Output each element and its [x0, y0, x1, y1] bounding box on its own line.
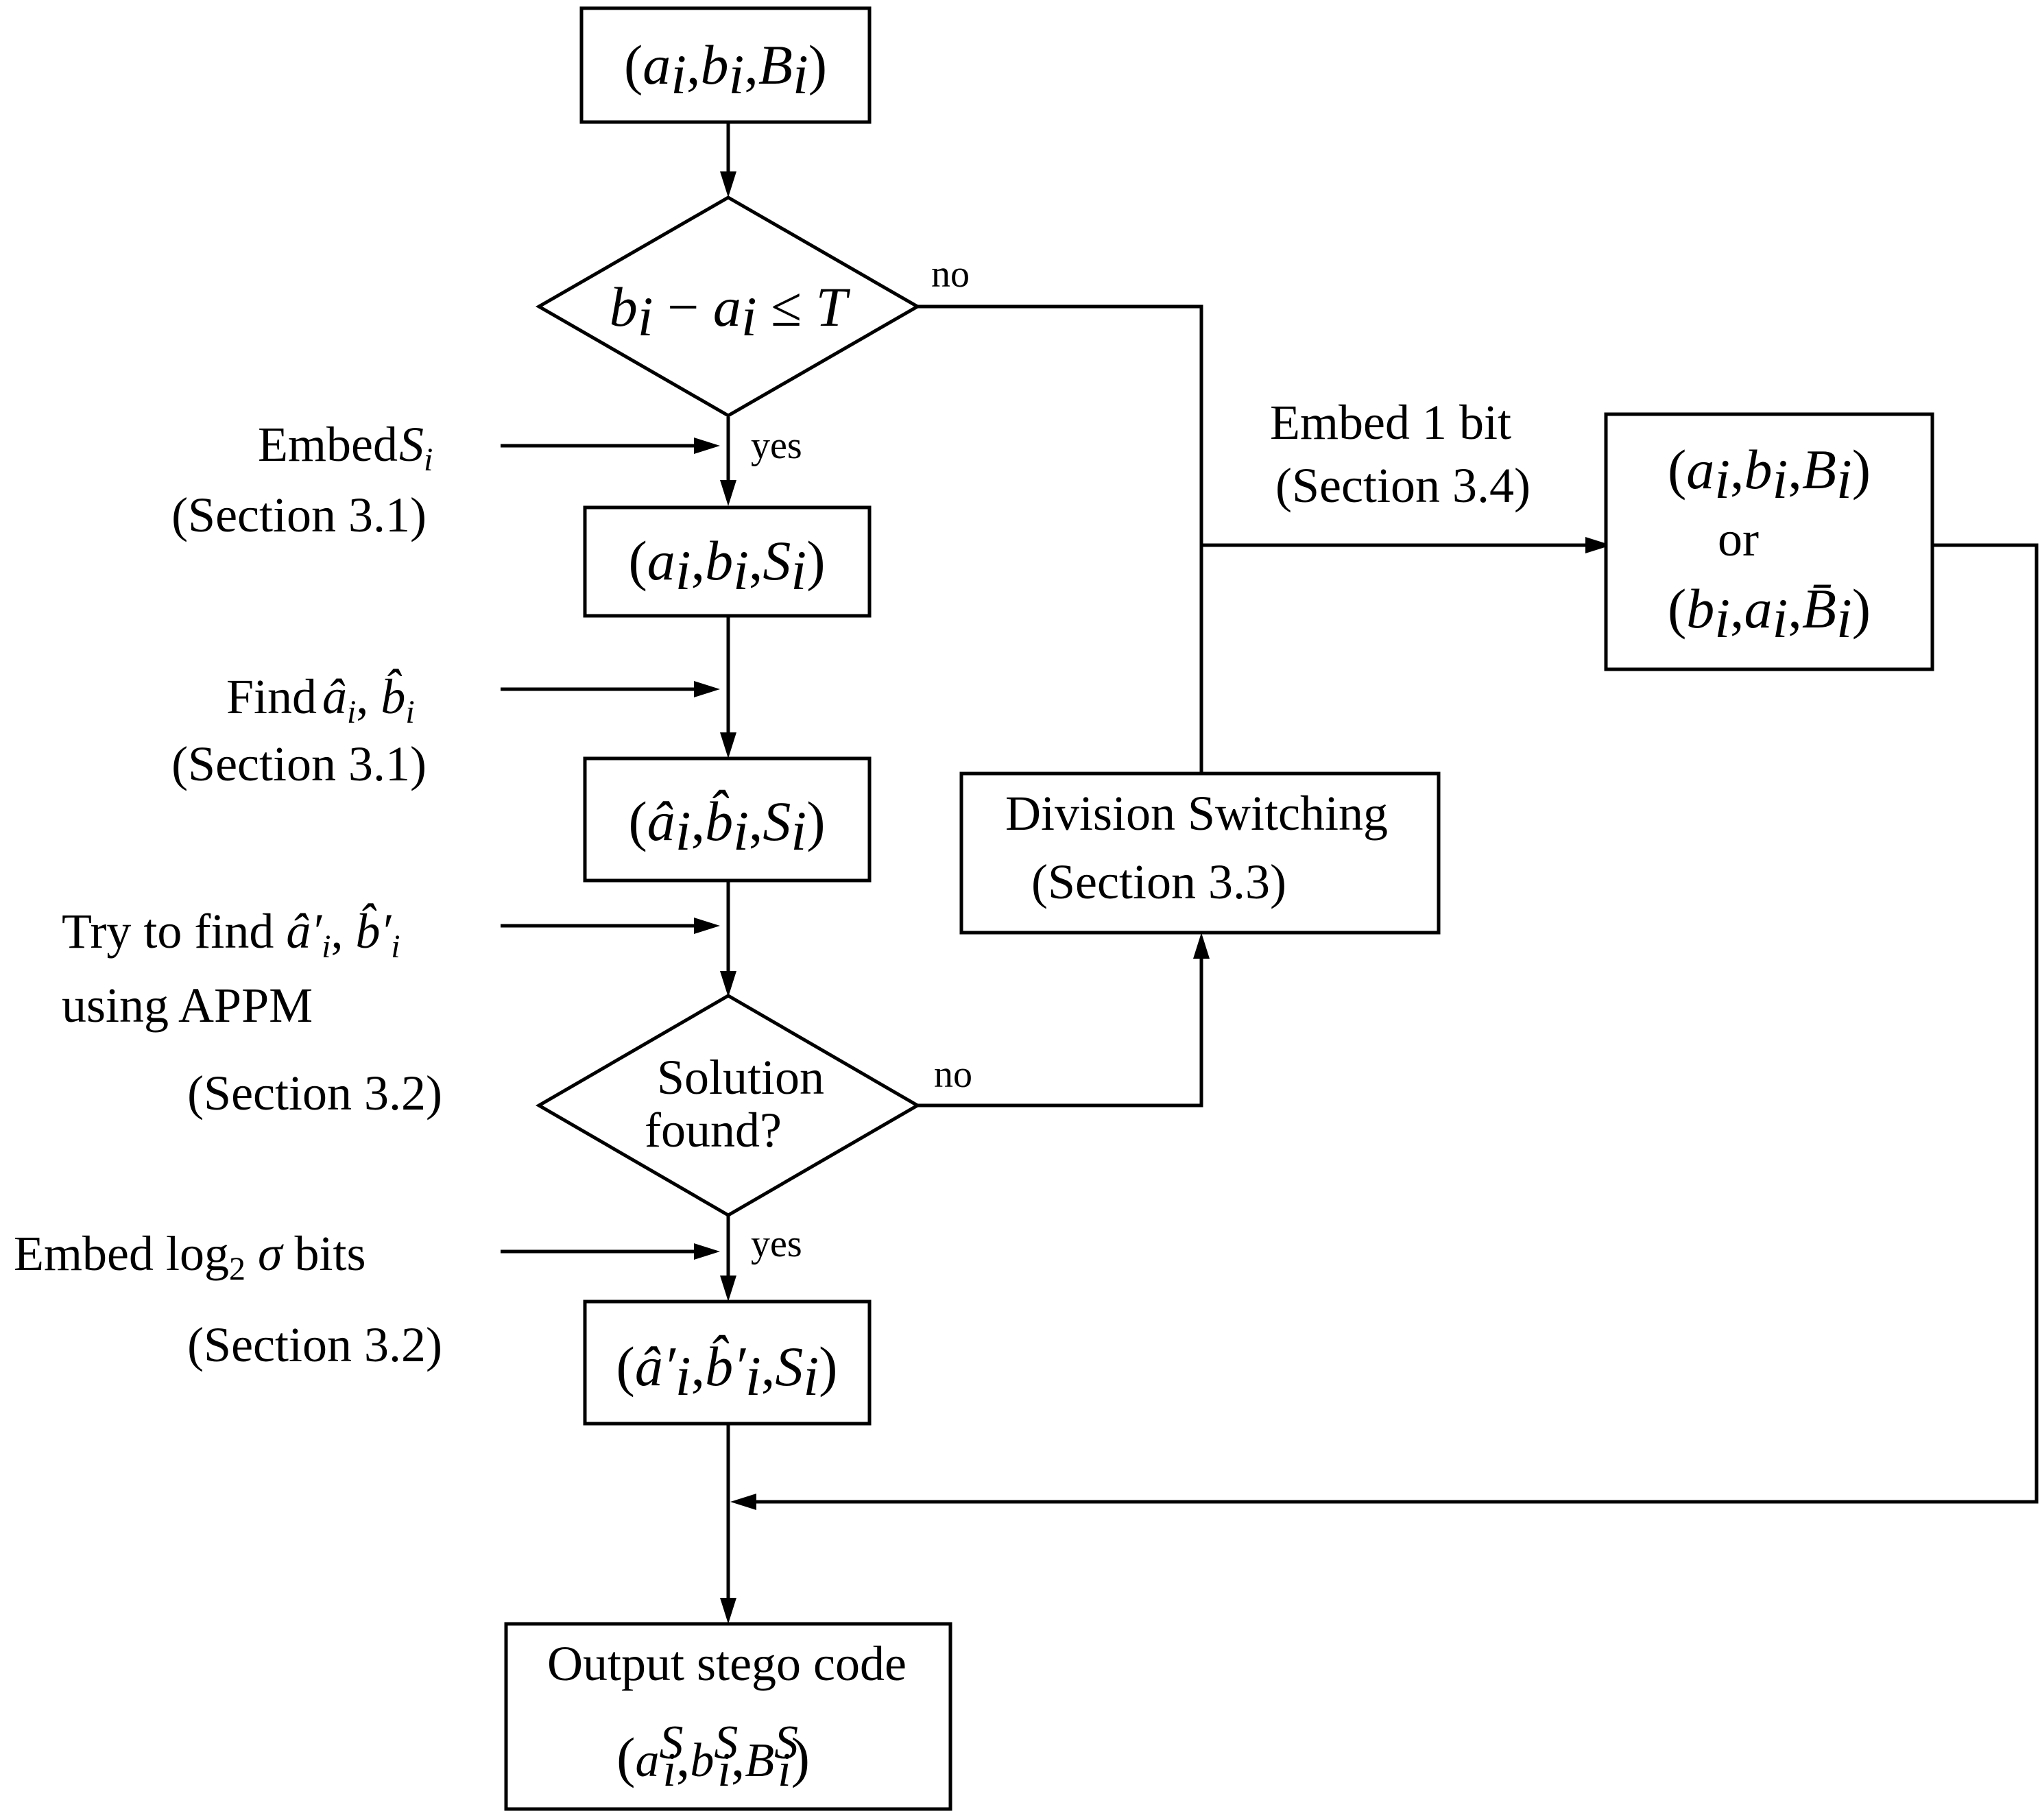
- node-decision1: bi − ai ≤ T no yes: [535, 195, 970, 467]
- division-line1: Division Switching: [1005, 786, 1388, 841]
- side-label-embed-1bit: Embed 1 bit (Section 3.4): [1270, 395, 1531, 513]
- connectors: [501, 122, 2039, 1624]
- embed-1bit-line2: (Section 3.4): [1275, 458, 1531, 513]
- arrowhead: [694, 681, 720, 697]
- box-s-label: (ai,bi,Si): [628, 529, 825, 601]
- decision2-line2: found?: [645, 1103, 782, 1158]
- arrowhead: [720, 971, 736, 997]
- division-line2: (Section 3.3): [1031, 854, 1286, 909]
- box-hat-prime-label: (â′i,b̂′i,Si): [616, 1334, 838, 1407]
- node-decision2: Solution found? no yes: [536, 994, 972, 1265]
- arrowhead: [720, 1598, 736, 1624]
- box-hat-label: (âi,b̂i,Si): [628, 789, 825, 862]
- decision1-yes-label: yes: [751, 424, 802, 467]
- embed-log-line1: Embed log2 σ bits: [14, 1226, 366, 1287]
- side-label-try-find: Try to find â′i, b̂′i using APPM (Sectio…: [62, 904, 442, 1121]
- try-find-line3: (Section 3.2): [187, 1066, 442, 1121]
- decision1-label: bi − ai ≤ T: [610, 276, 851, 348]
- find-hat-line1: Find: [226, 669, 317, 724]
- find-hat-line2: (Section 3.1): [171, 737, 427, 791]
- arrowhead: [1585, 537, 1611, 553]
- embed-s-line1: Embed: [258, 417, 398, 472]
- side-label-find-hat: Find âi, b̂i (Section 3.1): [171, 669, 427, 791]
- try-find-line2: using APPM: [62, 978, 313, 1033]
- arrowhead: [720, 732, 736, 758]
- swap-line1: (ai,bi,Bi): [1668, 438, 1871, 510]
- embed-log-line2: (Section 3.2): [187, 1317, 442, 1372]
- decision2-no-label: no: [934, 1053, 972, 1096]
- find-hat-vars: âi, b̂i: [322, 669, 415, 730]
- node-swap: (ai,bi,Bi) or (bi,ai,B̄i): [1604, 412, 1934, 671]
- decision2-line1: Solution: [657, 1050, 824, 1105]
- decision2-yes-label: yes: [751, 1223, 802, 1265]
- arrowhead: [730, 1494, 756, 1510]
- swap-line3: (bi,ai,B̄i): [1668, 577, 1871, 649]
- arrowhead: [720, 171, 736, 197]
- node-box-hat: (âi,b̂i,Si): [583, 756, 872, 883]
- embed-1bit-line1: Embed 1 bit: [1270, 395, 1511, 450]
- swap-line2: or: [1718, 512, 1759, 566]
- node-start-label: (ai,bi,Bi): [624, 34, 827, 106]
- output-line1: Output stego code: [547, 1636, 907, 1691]
- edge-swap-return: [754, 543, 2039, 1504]
- node-start: (ai,bi,Bi): [579, 6, 872, 124]
- decision1-no-label: no: [931, 253, 970, 296]
- node-box-hat-prime: (â′i,b̂′i,Si): [583, 1300, 872, 1426]
- arrowhead: [694, 438, 720, 454]
- edge-decision1-no: [917, 304, 1203, 545]
- side-label-embed-log: Embed log2 σ bits (Section 3.2): [14, 1226, 442, 1372]
- arrowhead: [694, 1243, 720, 1260]
- node-box-s: (ai,bi,Si): [583, 505, 872, 618]
- arrowhead: [694, 918, 720, 934]
- embed-s-var: Si: [399, 417, 433, 478]
- try-find-line1: Try to find â′i, b̂′i: [62, 904, 400, 965]
- side-label-embed-s: Embed Si (Section 3.1): [171, 417, 433, 542]
- arrowhead: [1193, 933, 1210, 959]
- edge-decision2-no: [917, 957, 1203, 1107]
- arrowhead: [720, 480, 736, 506]
- node-division-switching: Division Switching (Section 3.3): [959, 771, 1441, 935]
- embed-s-line2: (Section 3.1): [171, 488, 427, 542]
- arrowhead: [720, 1276, 736, 1302]
